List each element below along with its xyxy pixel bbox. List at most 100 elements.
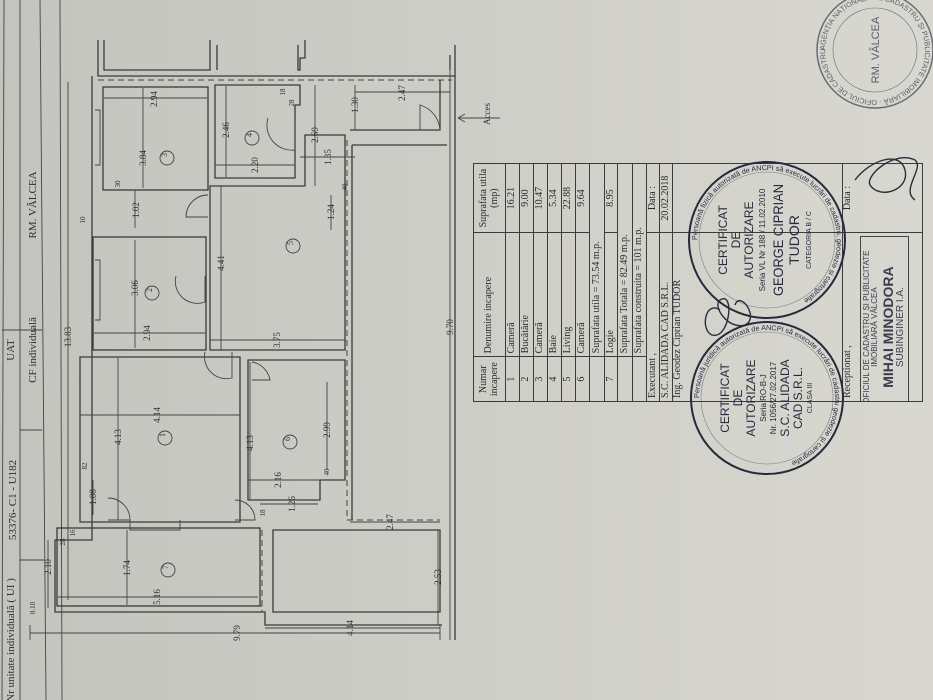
dim-label: 4.14 <box>345 620 355 636</box>
dim-label: 2.47 <box>385 514 395 530</box>
room-marker-7: 7 <box>160 562 176 578</box>
room-markers: 1 2 3 4 5 6 7 <box>144 130 301 578</box>
cell-area: 16.21 <box>505 163 520 233</box>
header-name: Denumire incapere <box>473 232 506 357</box>
cell-nr: 7 <box>604 356 618 402</box>
access-label: Acces <box>482 103 492 125</box>
dim-label: 4.13 <box>245 435 255 451</box>
room-2-outline <box>92 236 207 351</box>
company-name: S.C. ALIDADA CAD S.R.L. <box>659 232 673 402</box>
dim-label: 2.20 <box>250 157 260 173</box>
room-4-outline <box>214 84 301 179</box>
dim-label: 1.74 <box>122 560 132 576</box>
svg-text:2: 2 <box>145 288 154 292</box>
dim-label: 2.46 <box>221 122 231 138</box>
dim-label: 13.83 <box>63 326 73 347</box>
dim-label: 40 <box>341 183 349 191</box>
uat-value: RM. VÂLCEA <box>27 171 39 238</box>
dim-label: 28 <box>288 99 296 107</box>
svg-text:1: 1 <box>158 433 167 437</box>
header-number: Numar incapere <box>473 356 506 402</box>
executant-row: Executant ,Data : <box>646 163 660 402</box>
door-room-4 <box>266 117 296 151</box>
ocpi-title: SUBINGINER I.A. <box>894 287 906 368</box>
cell-area: 9.64 <box>575 163 590 233</box>
cell-name: Cameră <box>575 232 590 357</box>
cell-name: Bucătărie <box>519 232 534 357</box>
dim-label: 4.13 <box>113 429 123 445</box>
cf-label: CF individuală <box>27 317 39 383</box>
cell-area: 5.34 <box>547 163 562 233</box>
door-bath-6 <box>234 499 256 521</box>
dim-label: 2.94 <box>149 91 159 107</box>
cell-area: 8.95 <box>604 163 618 233</box>
dim-label: 3.75 <box>272 332 282 348</box>
dim-label: 0.10 <box>29 601 37 614</box>
built-area: Suprafata construita = 101 m.p. <box>632 163 647 357</box>
logia-outline <box>272 144 447 613</box>
room-7-outline <box>56 527 261 607</box>
executant-label: Executant , <box>646 232 660 402</box>
table-header-row: Numar incapere Denumire incapere Suprafa… <box>473 163 506 402</box>
uat-label: UAT <box>5 339 17 361</box>
cell-nr: 3 <box>533 356 548 402</box>
svg-text:7: 7 <box>161 565 170 569</box>
cell-name: Cameră <box>533 232 548 357</box>
dim-label: 2.53 <box>433 569 443 585</box>
room-marker-3: 3 <box>159 150 175 166</box>
room-marker-5: 5 <box>285 238 301 254</box>
door-room-2 <box>174 275 206 304</box>
room-3-outline <box>102 86 209 191</box>
dim-label: 2.47 <box>397 85 407 101</box>
unit-value: 53376- C1 - U182 <box>7 460 19 540</box>
dim-label: 3.84 <box>138 150 148 166</box>
date-value: 20.02.2018 <box>659 163 673 233</box>
arrow-left-icon <box>457 113 500 123</box>
unit-label: Nr unitate individuală ( UI ) <box>5 578 17 700</box>
door-room-3 <box>185 194 209 218</box>
header-strip: Nr unitate individuală ( UI ) 53376- C1 … <box>1 0 63 700</box>
room-marker-2: 2 <box>144 285 160 301</box>
cell-name: Logie <box>604 232 618 357</box>
signature-row: Ing. Geodez Ciprian TUDOR <box>672 163 843 402</box>
reception-cell: Receptionat , OFICIUL DE CADASTRU ȘI PUB… <box>842 232 923 402</box>
company-row: S.C. ALIDADA CAD S.R.L.20.02.2018 <box>659 163 673 402</box>
room-marker-6: 6 <box>282 434 298 450</box>
dim-label: 2.16 <box>273 472 283 488</box>
dim-label: 2.94 <box>142 325 152 341</box>
dim-label: 1.26 <box>287 496 297 512</box>
dim-label: 28 <box>59 538 67 546</box>
useful-total: Suprafata utila = 73.54 m.p. <box>589 163 605 357</box>
ocpi-office2: IMOBILIARĂ VÂLCEA <box>869 287 879 367</box>
ocpi-box: OFICIUL DE CADASTRU ȘI PUBLICITATE IMOBI… <box>859 236 910 402</box>
date-label: Data : <box>646 163 660 233</box>
header-area: Suprafata utila (mp) <box>473 163 506 233</box>
cell-name: Baie <box>547 232 562 357</box>
dim-label: 82 <box>81 462 89 470</box>
cell-name: Cameră <box>505 232 520 357</box>
door-room-6 <box>251 361 271 381</box>
total-area: Suprafata Totala = 82.49 m.p. <box>617 163 633 357</box>
dim-label: 9.70 <box>445 319 455 335</box>
ocpi-name: MIHAI MINODORA <box>880 266 897 388</box>
walls <box>54 40 456 640</box>
engineer-name: Ing. Geodez Ciprian TUDOR <box>672 232 843 402</box>
total-area-row: Suprafata Totala = 82.49 m.p. <box>617 163 633 402</box>
svg-text:3: 3 <box>160 153 169 157</box>
dim-label: 40 <box>323 468 331 476</box>
dim-label: 2.10 <box>43 559 53 575</box>
dim-label: 4.41 <box>216 255 226 271</box>
access-marker: Acces <box>457 103 500 125</box>
dim-label: 30 <box>114 180 122 188</box>
dim-label: 4.14 <box>152 407 162 423</box>
dim-label: 1.35 <box>323 149 333 165</box>
dim-label: 1.24 <box>326 204 336 220</box>
received-date-label: Data : <box>842 163 923 233</box>
received-label: Receptionat , <box>842 345 854 398</box>
cell-area: 9.00 <box>519 163 534 233</box>
